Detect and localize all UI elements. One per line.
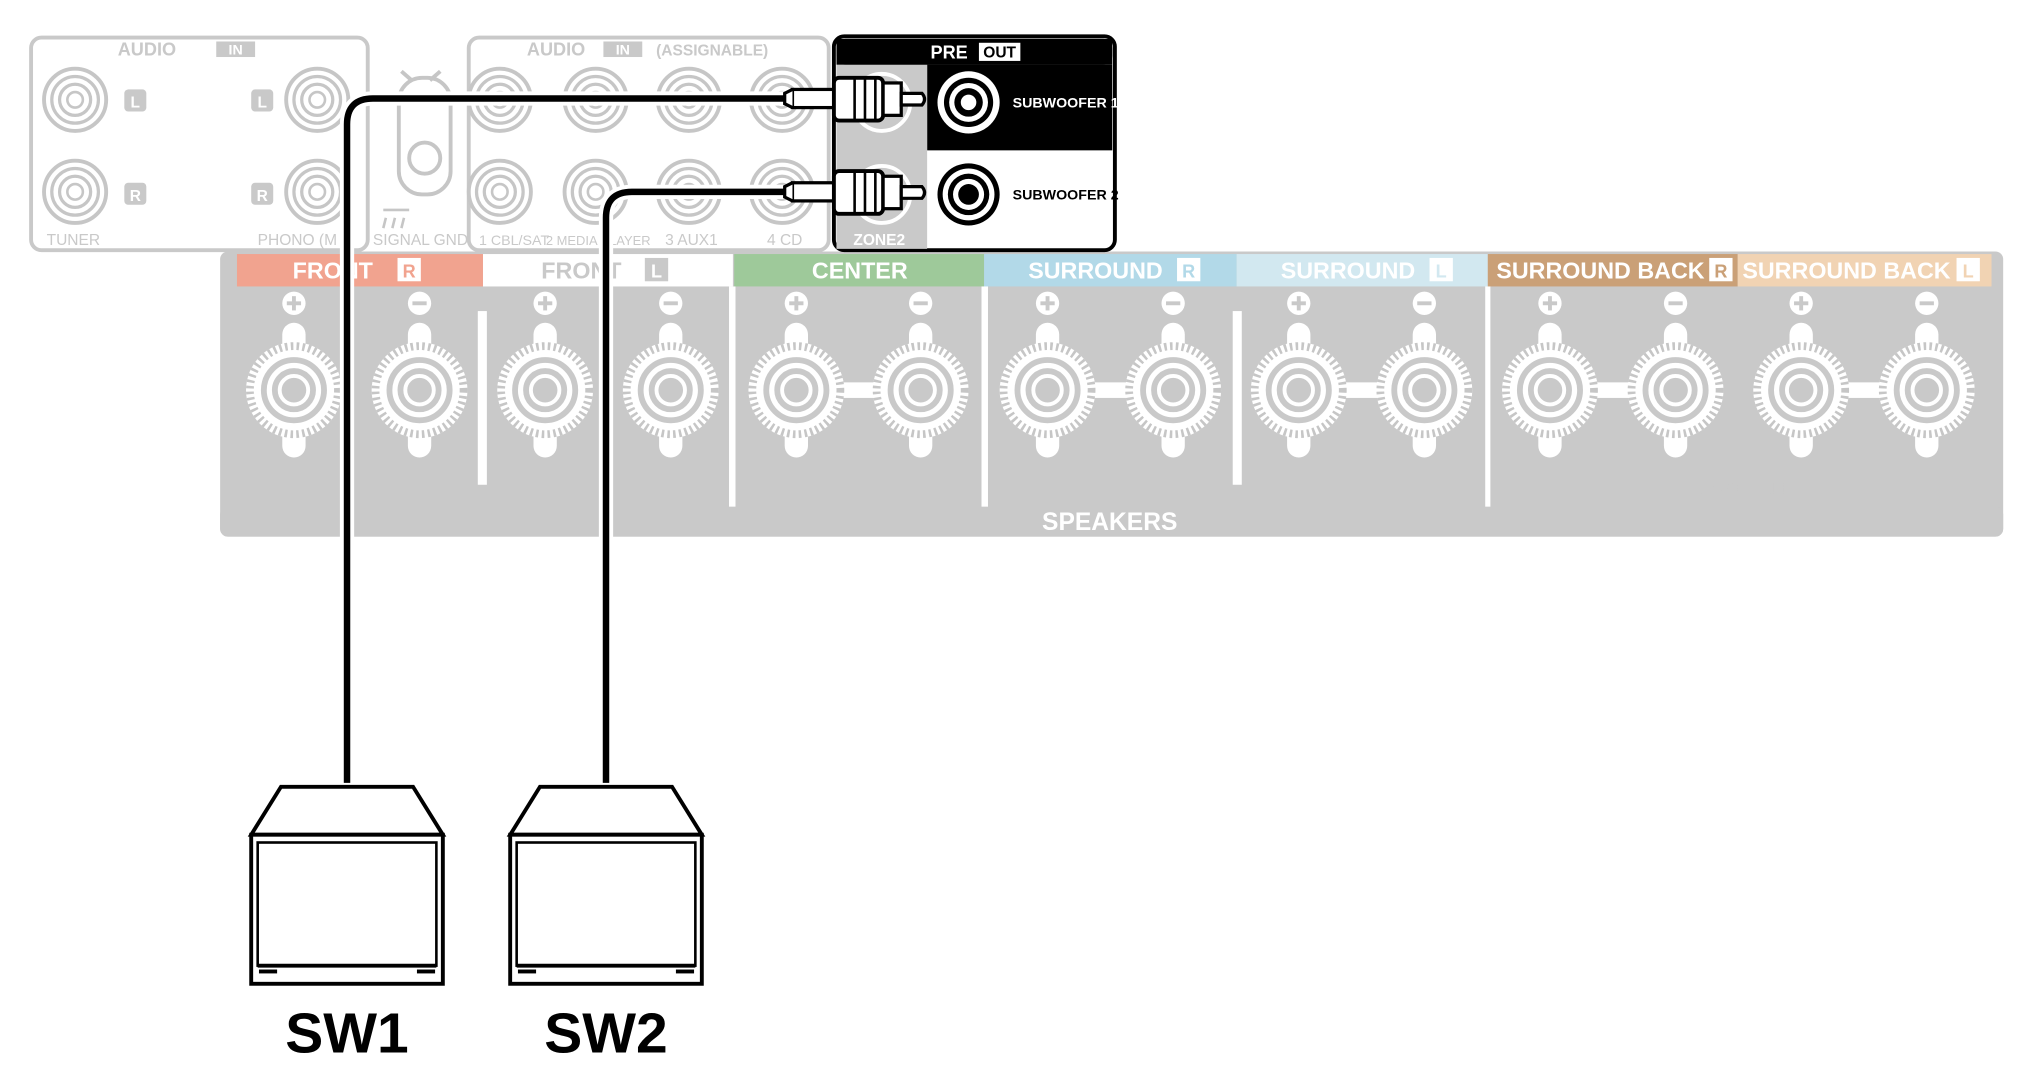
svg-text:L: L: [131, 95, 141, 112]
front-r-label: FRONT: [293, 258, 373, 284]
speaker-terminal[interactable]: [1376, 291, 1472, 458]
speaker-terminals: [246, 291, 1975, 458]
speaker-terminal[interactable]: [1879, 291, 1975, 458]
surround-r-label: SURROUND: [1028, 258, 1163, 284]
surround-r-badge: R: [1182, 261, 1195, 281]
speaker-terminal[interactable]: [623, 291, 719, 458]
subwoofer-sw1: [247, 784, 447, 986]
jack-label-2: 2 MEDIA PLAYER: [546, 233, 651, 248]
surround-l-label: SURROUND: [1281, 258, 1416, 284]
phono-label: PHONO (M: [258, 232, 337, 249]
pre-out-panel: PRE OUT ZONE2 SUBWOOFER 1 SUBWOOFER 2: [831, 34, 1119, 253]
speakers-label: SPEAKERS: [1042, 509, 1177, 536]
subwoofer1-jack[interactable]: [937, 71, 1000, 134]
center-label: CENTER: [812, 258, 908, 284]
speaker-terminal[interactable]: [748, 291, 844, 458]
speaker-terminal[interactable]: [1000, 291, 1096, 458]
audio-in-panel: AUDIO IN L R L R TUNER PHONO (M: [29, 35, 370, 253]
speaker-terminal[interactable]: [1251, 291, 1347, 458]
zone2-label: ZONE2: [853, 232, 905, 249]
speaker-panel: FRONT R FRONT L CENTER SURROUND R SURROU…: [220, 251, 2004, 537]
audio-in-label: AUDIO: [118, 40, 176, 60]
tuner-label: TUNER: [47, 232, 100, 249]
center-label-bar: [734, 254, 985, 287]
audio-in-badge: IN: [229, 42, 243, 58]
rca-plug-sw1: [783, 75, 927, 123]
jack-label-1: 1 CBL/SAT: [479, 233, 549, 249]
front-l-badge: L: [651, 261, 662, 281]
speaker-terminal[interactable]: [1125, 291, 1221, 458]
speaker-terminal[interactable]: [1628, 291, 1724, 458]
surround-back-l-badge: L: [1963, 261, 1974, 281]
jack-label-4: 4 CD: [767, 232, 802, 249]
signal-gnd-terminal: SIGNAL GND: [373, 69, 468, 249]
rca-plug-sw2: [783, 169, 927, 216]
pre-label: PRE: [931, 42, 968, 62]
speaker-terminal[interactable]: [246, 291, 342, 458]
front-r-label-bar: [236, 254, 483, 287]
out-badge: OUT: [983, 45, 1016, 62]
front-r-badge: R: [403, 261, 416, 281]
subwoofer1-label: SUBWOOFER 1: [1013, 96, 1119, 112]
sw2-label: SW2: [544, 1001, 667, 1065]
jack-label-3: 3 AUX1: [665, 232, 718, 249]
cables: [339, 91, 793, 783]
surround-back-r-badge: R: [1714, 261, 1727, 281]
surround-back-l-label-bar: [1737, 254, 1992, 287]
svg-text:L: L: [257, 95, 267, 112]
svg-text:AUDIO: AUDIO: [527, 40, 585, 60]
assignable-label: ASSIGNABLE: [1691, 481, 1793, 498]
speaker-terminal[interactable]: [497, 291, 593, 458]
speaker-terminal[interactable]: [1753, 291, 1849, 458]
speaker-terminal[interactable]: [372, 291, 468, 458]
signal-gnd-label: SIGNAL GND: [373, 232, 468, 249]
svg-text:IN: IN: [616, 42, 630, 58]
subwoofer2-jack[interactable]: [937, 163, 1000, 226]
sw1-label: SW1: [285, 1001, 408, 1065]
speaker-terminal[interactable]: [1502, 291, 1598, 458]
surround-back-r-label-bar: [1487, 254, 1738, 287]
svg-text:R: R: [130, 188, 141, 205]
audio-in-assignable-panel: AUDIO IN (ASSIGNABLE) 1 CBL/SAT 2 MEDIA …: [466, 35, 831, 253]
subwoofer-sw2: [506, 784, 706, 986]
surround-back-r-label: SURROUND BACK: [1496, 258, 1704, 284]
svg-text:R: R: [257, 188, 268, 205]
surround-l-badge: L: [1436, 261, 1447, 281]
speaker-terminal[interactable]: [873, 291, 969, 458]
subwoofer2-label: SUBWOOFER 2: [1013, 188, 1119, 204]
surround-back-l-label: SURROUND BACK: [1742, 258, 1950, 284]
assignable-in-label: (ASSIGNABLE): [656, 43, 768, 60]
